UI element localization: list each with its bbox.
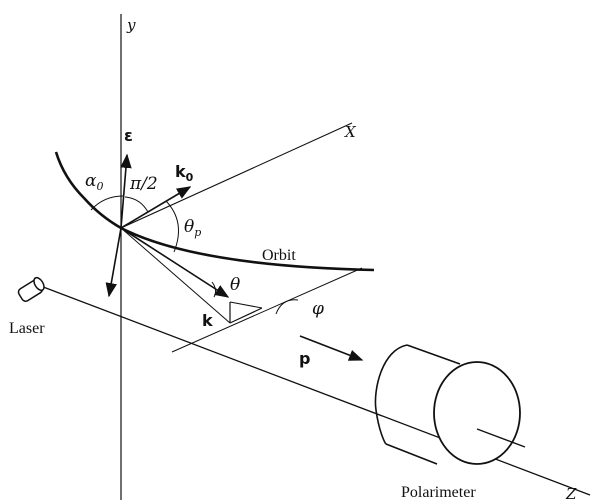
x-axis — [120, 122, 353, 229]
epsilon-label: ε — [124, 126, 133, 145]
k0-vector — [120, 186, 192, 229]
pi-half-arc — [124, 196, 149, 213]
theta-arc — [211, 281, 217, 298]
p-label: p — [299, 349, 310, 368]
epsilon-down-vector — [105, 227, 122, 298]
polarimeter-label: Polarimeter — [401, 484, 476, 501]
epsilon-vector — [120, 153, 132, 229]
alpha0-label-sub: 0 — [96, 180, 103, 193]
theta-label: θ — [230, 275, 240, 295]
phi-label: φ — [312, 299, 324, 319]
z-axis — [37, 284, 591, 496]
x-axis-label: X — [344, 123, 357, 141]
laser-label: Laser — [9, 320, 45, 337]
construction-line — [171, 267, 363, 353]
y-axis-label: y — [126, 16, 136, 34]
theta-p-label-main: θ — [184, 217, 194, 237]
k0-label: k0 — [175, 162, 194, 184]
p-vector — [299, 335, 364, 361]
orbit-label: Orbit — [262, 247, 296, 264]
alpha0-label-main: α — [85, 171, 97, 191]
k-tip-base — [229, 307, 263, 324]
k-label: k — [202, 311, 213, 330]
theta-p-arc — [165, 200, 179, 253]
k0-label-sub: 0 — [186, 171, 194, 184]
theta-p-label: θp — [184, 217, 201, 239]
k-tip-top — [229, 301, 263, 309]
alpha0-label: α0 — [85, 171, 103, 193]
laser-device — [17, 276, 45, 303]
phi-arc — [275, 299, 299, 315]
k0-label-main: k — [175, 162, 186, 181]
k-vector — [120, 227, 230, 298]
pi-half-label: π/2 — [129, 174, 158, 194]
orbit-curve — [54, 151, 375, 272]
theta-p-label-sub: p — [194, 226, 201, 239]
polarimeter-device — [374, 344, 526, 465]
z-axis-label: Z — [565, 485, 577, 503]
k-projection-line — [120, 227, 231, 324]
alpha0-arc — [90, 195, 124, 211]
